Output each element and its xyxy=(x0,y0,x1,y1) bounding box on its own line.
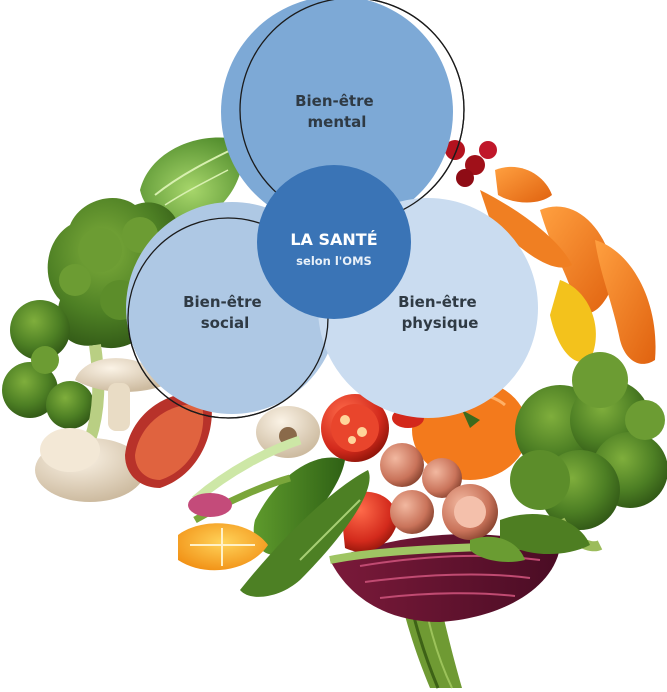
center-subtitle: selon l'OMS xyxy=(296,254,372,268)
center-title: LA SANTÉ xyxy=(290,230,377,249)
cherries xyxy=(445,140,497,187)
